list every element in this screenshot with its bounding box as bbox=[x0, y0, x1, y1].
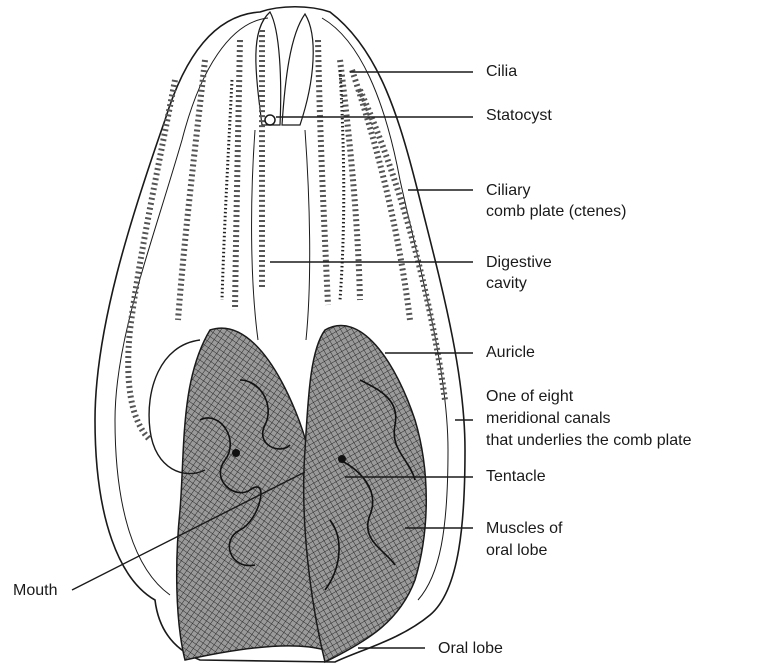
label-muscles-oral-lobe-1: Muscles of bbox=[486, 519, 562, 539]
comb-row-1 bbox=[128, 80, 175, 440]
oral-lobe-right bbox=[304, 326, 427, 662]
upper-lobe-left bbox=[256, 12, 281, 125]
label-auricle: Auricle bbox=[486, 343, 535, 363]
label-meridional-canals-2: meridional canals bbox=[486, 409, 611, 429]
label-ciliary-comb-plate-2: comb plate (ctenes) bbox=[486, 202, 627, 222]
comb-row-5 bbox=[318, 40, 328, 305]
tentacle-base-right bbox=[338, 455, 346, 463]
label-ciliary-comb-plate-1: Ciliary bbox=[486, 181, 530, 201]
label-statocyst: Statocyst bbox=[486, 106, 552, 126]
label-meridional-canals-1: One of eight bbox=[486, 387, 573, 407]
upper-lobe-right bbox=[282, 14, 313, 125]
label-muscles-oral-lobe-2: oral lobe bbox=[486, 541, 547, 561]
label-cilia: Cilia bbox=[486, 62, 517, 82]
label-digestive-cavity-1: Digestive bbox=[486, 253, 552, 273]
comb-row-7 bbox=[352, 70, 410, 320]
comb-row-6 bbox=[340, 60, 360, 300]
comb-row-3 bbox=[235, 40, 240, 310]
label-meridional-canals-3: that underlies the comb plate bbox=[486, 431, 691, 451]
statocyst-mark bbox=[265, 115, 275, 125]
label-mouth: Mouth bbox=[13, 581, 57, 601]
comb-row-2 bbox=[178, 60, 205, 320]
tentacle-base-left bbox=[232, 449, 240, 457]
label-tentacle: Tentacle bbox=[486, 467, 546, 487]
label-oral-lobe: Oral lobe bbox=[438, 639, 503, 659]
label-digestive-cavity-2: cavity bbox=[486, 274, 527, 294]
